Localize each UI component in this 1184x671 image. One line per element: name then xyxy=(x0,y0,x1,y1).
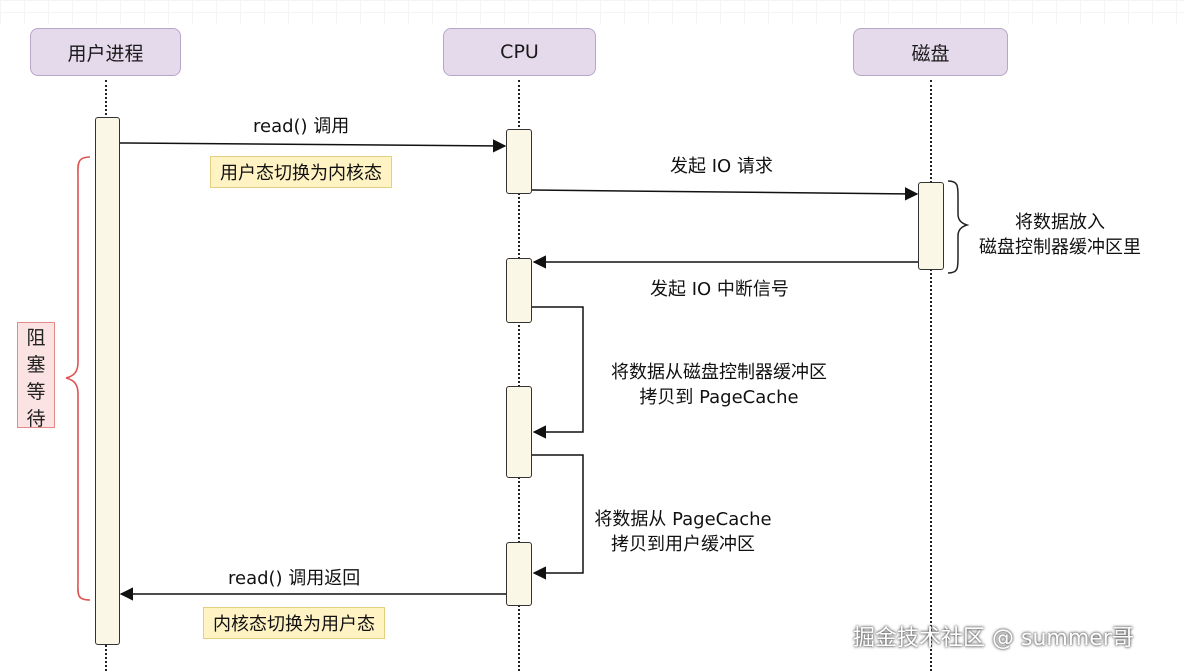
background-grid xyxy=(0,0,1184,24)
arrow-read-call xyxy=(119,139,507,153)
label-read-return: read() 调用返回 xyxy=(228,568,361,589)
annotation-disk-buffer: 将数据放入 磁盘控制器缓冲区里 xyxy=(979,210,1141,260)
blocking-char-1: 阻 xyxy=(26,327,46,349)
activation-disk[interactable] xyxy=(918,182,944,270)
brace-disk-buffer xyxy=(947,180,970,274)
arrow-copy-to-user xyxy=(532,454,584,580)
annotation-copy-to-pagecache: 将数据从磁盘控制器缓冲区 拷贝到 PageCache xyxy=(611,360,827,410)
brace-blocking xyxy=(65,156,91,601)
note-to-user: 内核态切换为用户态 xyxy=(203,607,385,639)
activation-cpu-3[interactable] xyxy=(506,386,532,478)
label-issue-io: 发起 IO 请求 xyxy=(670,156,773,177)
annotation-copy-to-user-line1: 将数据从 PageCache xyxy=(594,509,772,530)
lifeline-disk xyxy=(930,80,932,671)
lifeline-cpu xyxy=(518,80,520,671)
actor-cpu[interactable]: CPU xyxy=(443,28,596,76)
blocking-char-3: 等 xyxy=(26,381,46,403)
arrow-copy-to-pagecache xyxy=(532,306,584,439)
annotation-copy-to-user: 将数据从 PageCache 拷贝到用户缓冲区 xyxy=(594,507,771,557)
annotation-copy-to-pagecache-line2: 拷贝到 PageCache xyxy=(639,387,799,408)
blocking-wait-box: 阻 塞 等 待 xyxy=(17,322,55,430)
activation-cpu-4[interactable] xyxy=(506,542,532,606)
activation-cpu-1[interactable] xyxy=(506,129,532,194)
blocking-char-4: 待 xyxy=(26,408,46,430)
annotation-copy-to-user-line2: 拷贝到用户缓冲区 xyxy=(611,534,755,555)
activation-cpu-2[interactable] xyxy=(506,258,532,323)
actor-cpu-label: CPU xyxy=(500,41,539,63)
actor-disk[interactable]: 磁盘 xyxy=(853,28,1008,76)
annotation-disk-buffer-line2: 磁盘控制器缓冲区里 xyxy=(979,237,1141,258)
annotation-copy-to-pagecache-line1: 将数据从磁盘控制器缓冲区 xyxy=(611,362,827,383)
annotation-disk-buffer-line1: 将数据放入 xyxy=(1015,212,1105,233)
watermark: 掘金技术社区 @ summer哥 xyxy=(853,626,1134,651)
label-io-interrupt: 发起 IO 中断信号 xyxy=(650,279,789,300)
note-to-kernel: 用户态切换为内核态 xyxy=(210,156,392,188)
label-read-call: read() 调用 xyxy=(253,116,350,137)
arrow-issue-io xyxy=(531,187,919,201)
activation-user-process[interactable] xyxy=(95,117,120,645)
actor-disk-label: 磁盘 xyxy=(911,42,950,65)
blocking-char-2: 塞 xyxy=(26,354,46,376)
actor-user-process-label: 用户进程 xyxy=(67,42,144,65)
actor-user-process[interactable]: 用户进程 xyxy=(30,28,181,76)
